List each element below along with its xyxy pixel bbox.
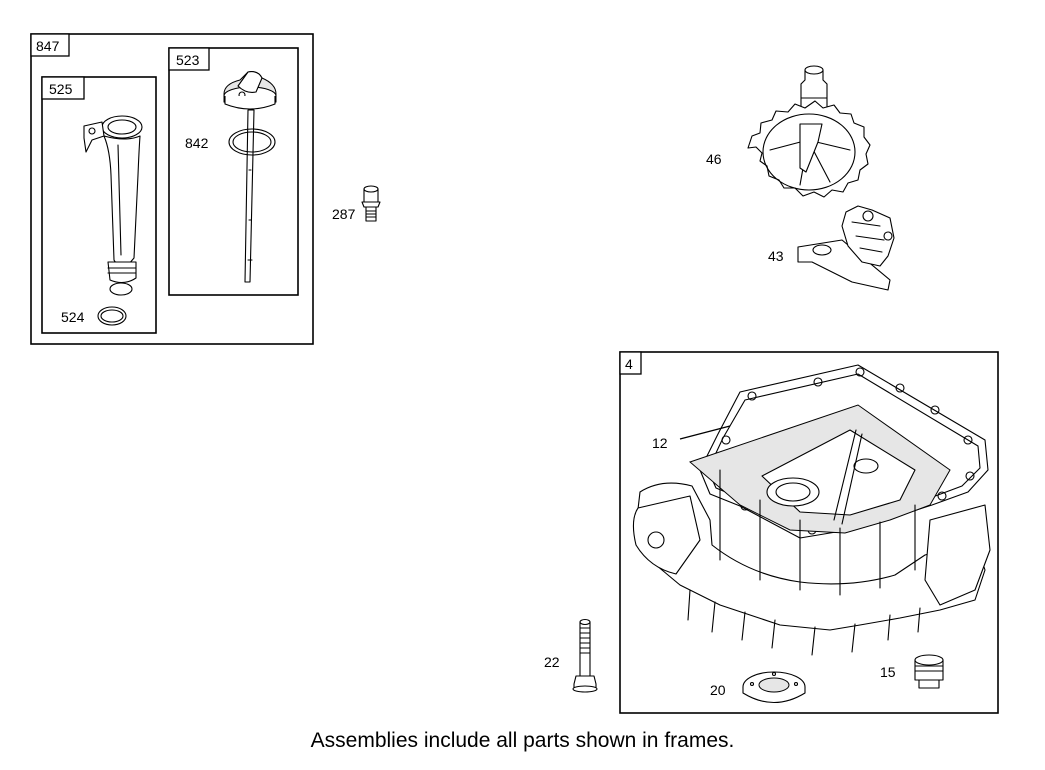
oil-seal-part	[742, 671, 806, 703]
dipstick-part	[223, 71, 277, 283]
assembly-frame-525: 525	[41, 76, 157, 334]
diagram-caption: Assemblies include all parts shown in fr…	[310, 729, 735, 752]
callout-524: 524	[61, 309, 85, 325]
callout-12: 12	[652, 435, 668, 451]
callout-842: 842	[185, 135, 209, 151]
callout-22: 22	[544, 654, 560, 670]
screw-287-part	[361, 185, 381, 222]
frame-label-847: 847	[36, 38, 60, 54]
dipstick-tube-part	[83, 115, 143, 296]
bolt-22-part	[572, 618, 598, 693]
assembly-frame-847: 847	[30, 33, 314, 345]
callout-15: 15	[880, 664, 896, 680]
crankcase-sump-part	[632, 364, 991, 656]
dipstick-o-ring-part	[228, 128, 276, 156]
gasket-leader-line	[679, 425, 731, 440]
camshaft-gear-part	[747, 65, 871, 198]
assembly-frame-523: 523	[168, 47, 299, 296]
frame-label-525: 525	[49, 81, 73, 97]
frame-label-4: 4	[625, 356, 633, 372]
drain-plug-part	[914, 654, 944, 689]
o-ring-524-part	[97, 306, 127, 326]
assembly-frame-4: 4	[619, 351, 999, 714]
callout-43: 43	[768, 248, 784, 264]
governor-part	[797, 205, 895, 291]
callout-287: 287	[332, 206, 356, 222]
frame-label-523: 523	[176, 52, 200, 68]
callout-20: 20	[710, 682, 726, 698]
callout-46: 46	[706, 151, 722, 167]
